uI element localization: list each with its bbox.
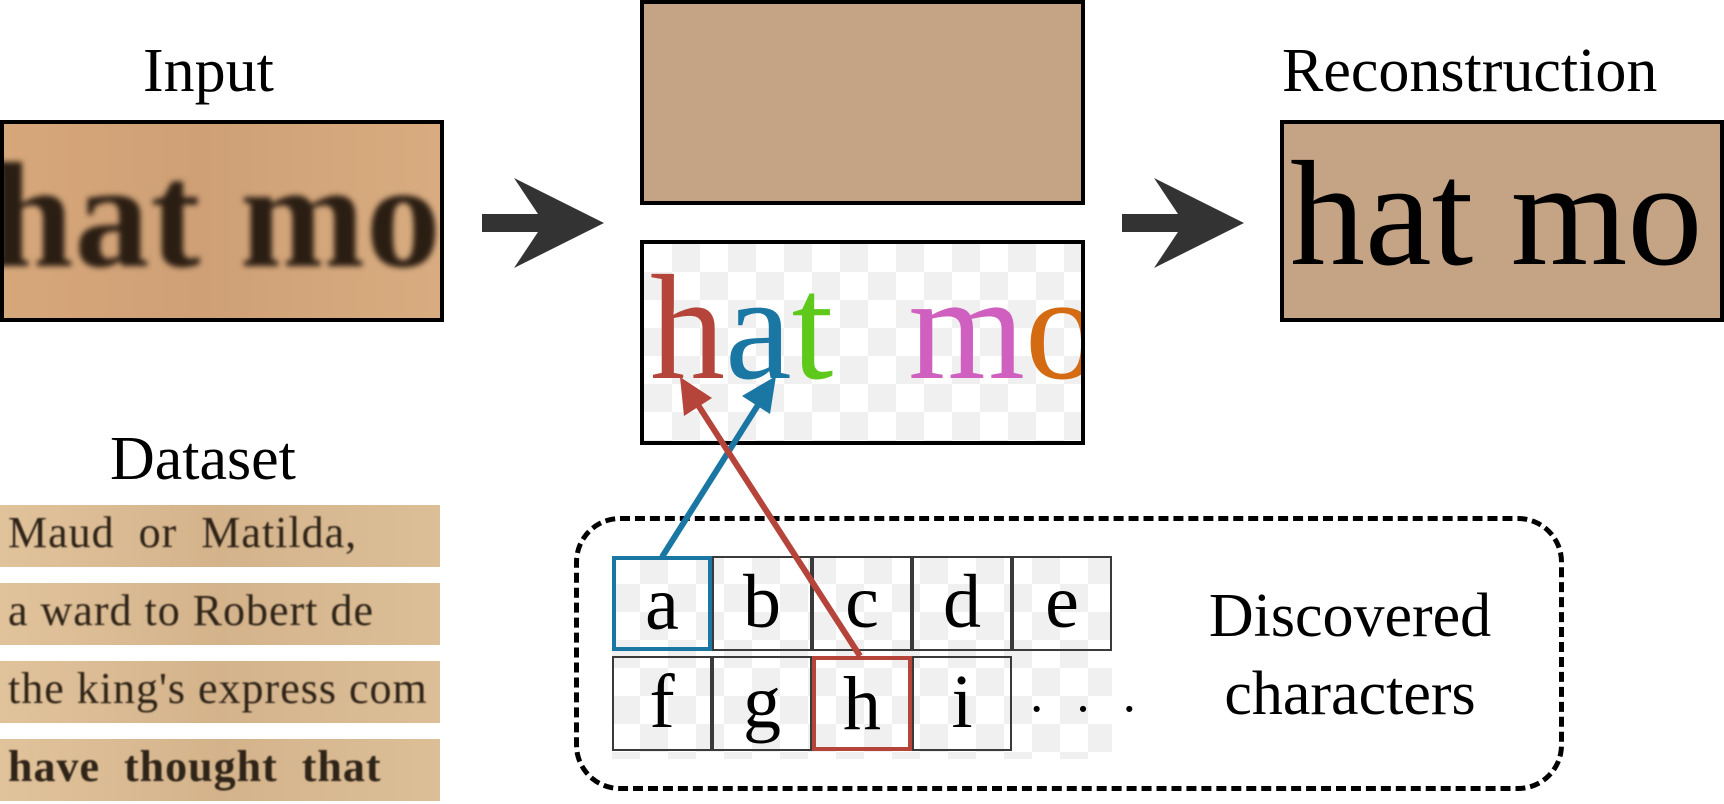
colored-letter: t [791, 245, 834, 411]
character-grid: a b c d e f g h i [612, 556, 1112, 759]
char-cell-b: b [712, 556, 812, 651]
reconstruction-heading: Reconstruction [1282, 37, 1658, 105]
colored-letter: m [908, 245, 1025, 411]
char-cell-a: a [612, 556, 712, 651]
input-image-text: hat mo [0, 133, 442, 299]
dataset-heading: Dataset [110, 425, 296, 493]
colored-letter: a [725, 245, 792, 411]
background-layer [640, 0, 1085, 205]
dataset-line: have thought that [0, 739, 440, 801]
arrow-h-pointer [680, 377, 863, 658]
dataset-line: a ward to Robert de [0, 583, 440, 645]
char-cell-f: f [612, 656, 712, 751]
discovered-characters-panel [574, 516, 1564, 791]
discovered-label: Discovered characters [1208, 582, 1492, 728]
arrow-a-pointer [659, 376, 776, 559]
input-image: hat mo [0, 120, 444, 322]
reconstruction-text: hat mo [1290, 131, 1703, 297]
dataset-line: Maud or Matilda, [0, 505, 440, 567]
input-heading: Input [143, 37, 274, 105]
colored-letter: o [1025, 245, 1081, 411]
char-cell-g: g [712, 656, 812, 751]
char-cell-c: c [812, 556, 912, 651]
right-arrow-icon [1122, 178, 1244, 268]
char-cell-d: d [912, 556, 1012, 651]
ellipsis: · · · [1028, 681, 1146, 738]
char-cell-i: i [912, 656, 1012, 751]
right-arrow-icon [482, 178, 604, 268]
reconstruction-image: hat mo [1280, 120, 1724, 322]
dataset-line: the king's express com [0, 661, 440, 723]
dataset-samples: Maud or Matilda, a ward to Robert de the… [0, 505, 440, 801]
char-cell-e: e [1012, 556, 1112, 651]
char-cell-h: h [812, 656, 912, 751]
foreground-layer: hat mo [640, 240, 1085, 445]
colored-characters: hat mo [650, 244, 1081, 418]
